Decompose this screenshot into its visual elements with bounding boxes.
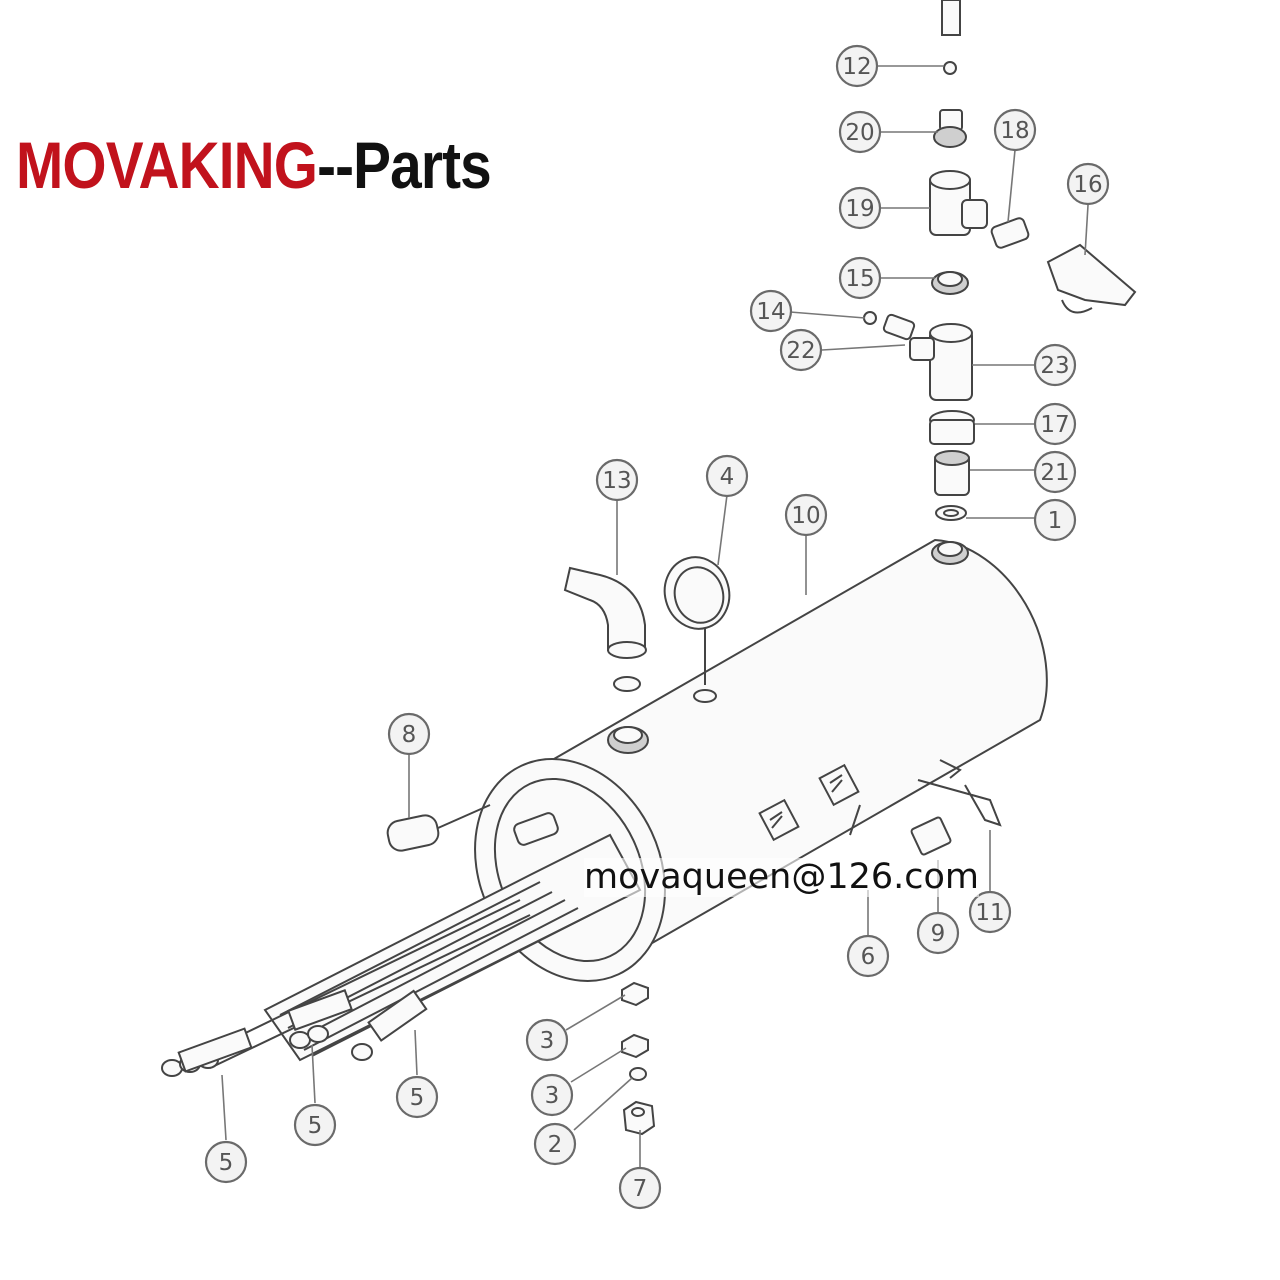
callout-13: 13	[595, 458, 639, 502]
callout-5c: 5	[204, 1140, 248, 1184]
svg-text:3: 3	[545, 1083, 560, 1109]
svg-text:2: 2	[548, 1132, 563, 1158]
heating-element	[161, 833, 642, 1077]
callout-15: 15	[838, 256, 882, 300]
svg-text:19: 19	[845, 196, 874, 222]
callout-12: 12	[835, 44, 879, 88]
svg-text:5: 5	[308, 1113, 323, 1139]
fitting-stack	[863, 0, 1137, 521]
svg-text:17: 17	[1040, 412, 1069, 438]
leader-lines	[221, 65, 1089, 1167]
svg-text:21: 21	[1040, 460, 1069, 486]
svg-text:22: 22	[786, 338, 815, 364]
callout-1: 1	[1033, 498, 1077, 542]
small-fasteners	[621, 981, 656, 1136]
contact-email: movaqueen@126.com	[584, 857, 979, 897]
callout-10: 10	[784, 493, 828, 537]
callout-11: 11	[968, 890, 1012, 934]
callout-23: 23	[1033, 343, 1077, 387]
brand-logo: MOVAKING--Parts	[16, 132, 492, 198]
svg-text:10: 10	[791, 503, 820, 529]
svg-text:4: 4	[720, 464, 735, 490]
callout-7: 7	[618, 1166, 662, 1210]
svg-text:12: 12	[842, 54, 871, 80]
callout-2: 2	[533, 1122, 577, 1166]
elbow-fitting	[563, 566, 647, 692]
callout-16: 16	[1066, 162, 1110, 206]
callout-5a: 5	[395, 1075, 439, 1119]
callout-21: 21	[1033, 450, 1077, 494]
pressure-gauge	[663, 556, 731, 703]
callout-3b: 3	[530, 1073, 574, 1117]
svg-text:23: 23	[1040, 353, 1069, 379]
svg-text:5: 5	[410, 1085, 425, 1111]
callout-6: 6	[846, 934, 890, 978]
svg-text:8: 8	[402, 722, 417, 748]
svg-text:9: 9	[931, 921, 946, 947]
callout-19: 19	[838, 186, 882, 230]
svg-text:11: 11	[975, 900, 1004, 926]
terminal-group-middle	[287, 989, 353, 1049]
brand-primary: MOVAKING	[16, 128, 318, 202]
callout-4: 4	[705, 454, 749, 498]
brand-secondary: --Parts	[317, 128, 492, 202]
callout-20: 20	[838, 110, 882, 154]
svg-text:5: 5	[219, 1150, 234, 1176]
callout-18: 18	[993, 108, 1037, 152]
svg-text:13: 13	[602, 468, 631, 494]
svg-text:18: 18	[1000, 118, 1029, 144]
svg-text:14: 14	[756, 299, 785, 325]
svg-text:16: 16	[1073, 172, 1102, 198]
level-sensor	[386, 804, 491, 852]
callout-3a: 3	[525, 1018, 569, 1062]
callout-14: 14	[749, 289, 793, 333]
svg-text:3: 3	[540, 1028, 555, 1054]
terminal-group-left	[161, 1027, 253, 1077]
callout-22: 22	[779, 328, 823, 372]
callout-5b: 5	[293, 1103, 337, 1147]
svg-text:6: 6	[861, 944, 876, 970]
callout-17: 17	[1033, 402, 1077, 446]
svg-text:20: 20	[845, 120, 874, 146]
callout-9: 9	[916, 911, 960, 955]
svg-text:15: 15	[845, 266, 874, 292]
callout-8: 8	[387, 712, 431, 756]
svg-text:7: 7	[633, 1176, 648, 1202]
terminal-group-right	[351, 989, 428, 1061]
svg-text:1: 1	[1048, 508, 1063, 534]
